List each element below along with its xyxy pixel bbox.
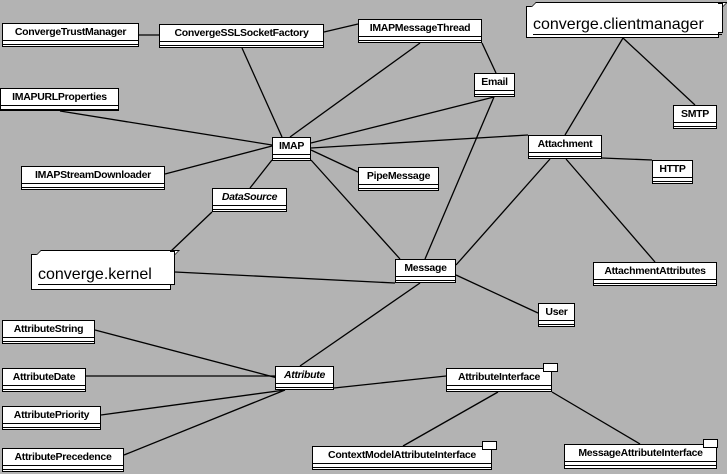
interface-marker-icon [543, 363, 558, 372]
class-name: Attachment [529, 136, 601, 153]
class-imap-stream-downloader[interactable]: IMAPStreamDownloader [21, 166, 165, 190]
class-attachment[interactable]: Attachment [528, 135, 602, 159]
class-name: AttributeInterface [447, 369, 551, 386]
assoc-urlprops-imap [59, 110, 273, 146]
assoc-message-user [455, 274, 539, 314]
class-context-model-attribute-interface[interactable]: ContextModelAttributeInterface [312, 446, 492, 470]
class-name: AttributePrecedence [3, 449, 123, 466]
class-attribute-interface[interactable]: AttributeInterface [446, 368, 552, 392]
class-name: ConvergeSSLSocketFactory [160, 25, 323, 42]
assoc-ssl-thread [323, 23, 359, 33]
assoc-thread-email [481, 42, 497, 74]
class-smtp[interactable]: SMTP [673, 105, 717, 129]
class-attribute-precedence[interactable]: AttributePrecedence [2, 448, 124, 472]
class-name: DataSource [213, 189, 286, 206]
assoc-email-imap [310, 96, 495, 144]
class-name: AttachmentAttributes [594, 263, 716, 280]
class-user[interactable]: User [538, 303, 575, 327]
assoc-string-attribute [94, 329, 286, 381]
assoc-ssl-imap [241, 47, 283, 138]
class-name: AttributePriority [3, 407, 100, 424]
class-attribute-string[interactable]: AttributeString [2, 320, 95, 344]
assoc-datasource-kernel [169, 211, 213, 253]
assoc-imap-message [310, 159, 401, 260]
class-attribute-date[interactable]: AttributeDate [2, 368, 86, 392]
assoc-imap-pipe [310, 149, 359, 173]
assoc-attachment-http [601, 157, 653, 161]
assoc-downloader-imap [164, 145, 273, 175]
class-http[interactable]: HTTP [652, 160, 693, 184]
class-email[interactable]: Email [474, 73, 515, 97]
class-data-source[interactable]: DataSource [212, 188, 287, 212]
assoc-attribute-interface [333, 375, 447, 389]
assoc-kernel-message [174, 271, 396, 284]
class-name: IMAPMessageThread [359, 20, 481, 37]
assoc-interface-contextmodel [402, 391, 499, 447]
class-name: Attribute [276, 367, 333, 384]
assoc-imap-datasource [249, 159, 273, 189]
class-name: Message [396, 260, 455, 277]
assoc-interface-messageattr [551, 391, 641, 445]
class-converge-ssl-socket-factory[interactable]: ConvergeSSLSocketFactory [159, 24, 324, 48]
class-name: PipeMessage [359, 168, 438, 185]
interface-marker-icon [703, 439, 718, 448]
class-imap-url-properties[interactable]: IMAPURLProperties [0, 88, 119, 111]
class-name: ContextModelAttributeInterface [313, 447, 491, 464]
class-message-attribute-interface[interactable]: MessageAttributeInterface [564, 444, 717, 469]
assoc-precedence-attribute [123, 389, 286, 456]
class-pipe-message[interactable]: PipeMessage [358, 167, 439, 191]
class-name: AttributeString [3, 321, 94, 338]
assoc-message-attachment [455, 158, 551, 266]
assoc-thread-imap [289, 42, 421, 138]
class-name: Email [475, 74, 514, 91]
class-name: User [539, 304, 574, 321]
package-label: converge.kernel [38, 266, 170, 285]
class-name: MessageAttributeInterface [565, 445, 716, 462]
assoc-attachment-attributes [565, 158, 656, 263]
class-name: SMTP [674, 106, 716, 123]
class-attribute[interactable]: Attribute [275, 366, 334, 390]
class-imap[interactable]: IMAP [272, 137, 311, 161]
class-name: ConvergeTrustManager [3, 24, 138, 41]
package-converge-kernel[interactable]: converge.kernel [31, 250, 180, 290]
assoc-attachment-clientmanager [564, 37, 624, 136]
class-attribute-priority[interactable]: AttributePriority [2, 406, 101, 430]
class-message[interactable]: Message [395, 259, 456, 283]
class-name: IMAPURLProperties [1, 89, 118, 106]
class-name: HTTP [653, 161, 692, 178]
class-attachment-attributes[interactable]: AttachmentAttributes [593, 262, 717, 286]
assoc-priority-attribute [100, 389, 286, 416]
assoc-message-attribute [299, 282, 421, 367]
assoc-clientmanager-smtp [622, 37, 696, 106]
class-name: IMAPStreamDownloader [22, 167, 164, 184]
package-converge-clientmanager[interactable]: converge.clientmanager [526, 2, 727, 38]
assoc-imap-attachment [310, 134, 529, 149]
interface-marker-icon [482, 441, 497, 450]
class-converge-trust-manager[interactable]: ConvergeTrustManager [2, 23, 139, 47]
assoc-email-message [424, 96, 495, 260]
package-label: converge.clientmanager [533, 16, 722, 35]
class-name: IMAP [273, 138, 310, 155]
class-name: AttributeDate [3, 369, 85, 386]
class-imap-message-thread[interactable]: IMAPMessageThread [358, 19, 482, 43]
